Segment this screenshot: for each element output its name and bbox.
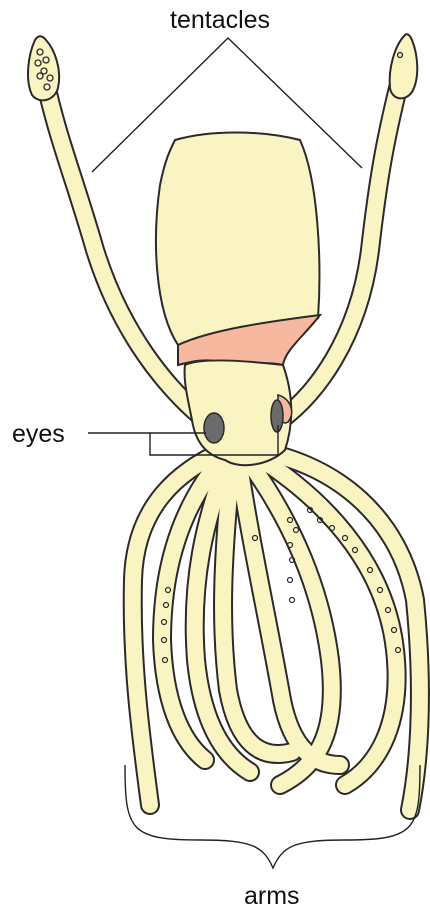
eye-left	[204, 413, 224, 443]
eye-right	[271, 400, 283, 432]
club-suckers	[35, 49, 403, 90]
squid-mantle	[156, 133, 319, 346]
arms-label: arms	[244, 884, 300, 909]
tentacle-club-right	[390, 34, 418, 98]
squid-arms	[133, 450, 420, 810]
tentacles-label: tentacles	[170, 8, 270, 33]
eyes-label: eyes	[12, 422, 65, 447]
